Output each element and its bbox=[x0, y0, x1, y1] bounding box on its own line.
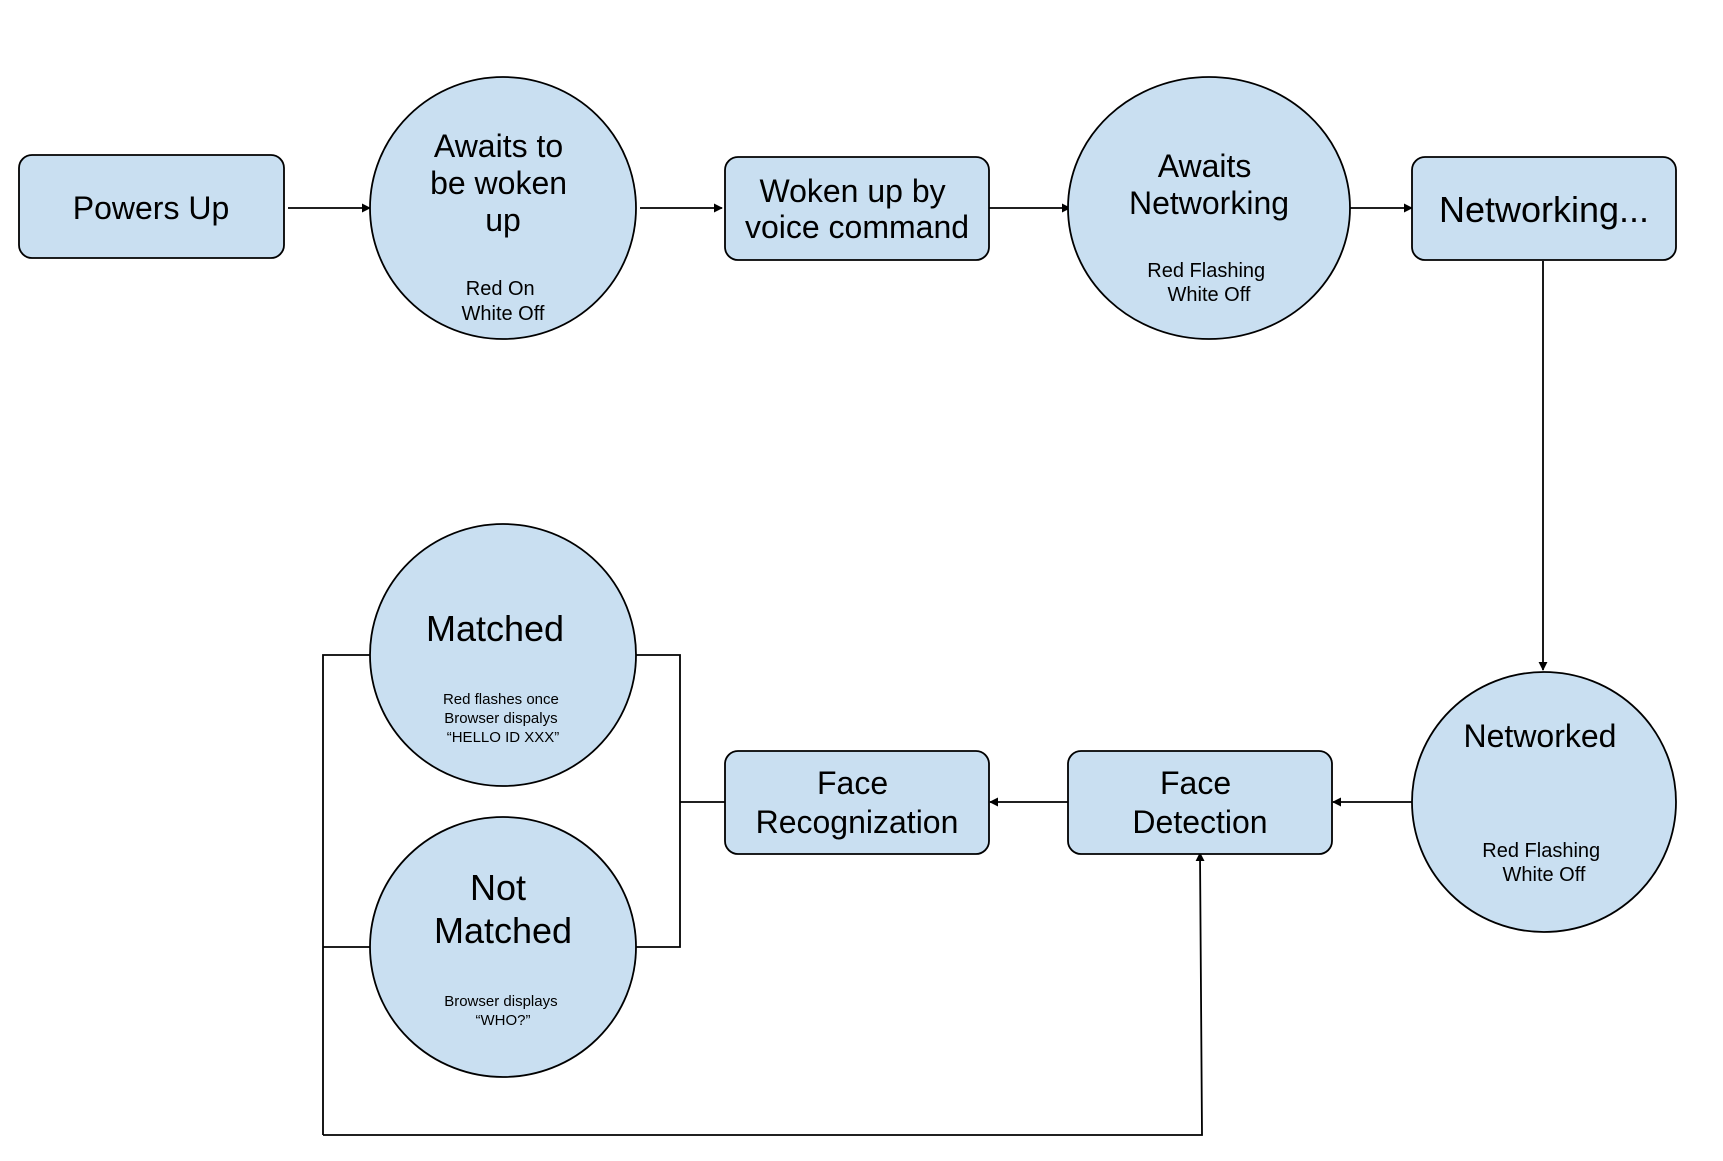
node-shape bbox=[369, 816, 637, 1078]
title-line: be woken bbox=[430, 165, 567, 201]
node-awaits-to-be-woken-up[interactable]: Awaits to be woken up Red On White Off bbox=[369, 76, 637, 340]
connectors bbox=[288, 203, 1548, 1136]
node-shape bbox=[1067, 750, 1333, 855]
node-title: Matched bbox=[426, 608, 564, 649]
title-line: Face bbox=[817, 765, 888, 801]
title-line: voice command bbox=[745, 209, 969, 245]
title-line: Awaits to bbox=[434, 128, 563, 164]
status-line: White Off bbox=[1168, 284, 1251, 306]
bracket-recognization-to-outcomes bbox=[636, 654, 681, 948]
title-line: Matched bbox=[434, 910, 572, 951]
status-line: Red flashes once bbox=[443, 691, 559, 708]
node-shape bbox=[369, 523, 637, 787]
node-status: Red Flashing White Off bbox=[1482, 840, 1605, 886]
node-status: Red Flashing White Off bbox=[1147, 260, 1270, 306]
node-title: Face Detection bbox=[1132, 765, 1267, 840]
node-powers-up[interactable]: Powers Up bbox=[18, 154, 285, 259]
title-line: Face bbox=[1160, 765, 1231, 801]
title-line: Networking bbox=[1129, 185, 1289, 221]
node-shape bbox=[1067, 76, 1351, 340]
node-face-detection[interactable]: Face Detection bbox=[1067, 750, 1333, 855]
node-matched[interactable]: Matched Red flashes once Browser dispaly… bbox=[369, 523, 637, 787]
node-shape bbox=[724, 156, 990, 261]
loop-left-bracket bbox=[322, 654, 370, 1135]
node-shape bbox=[18, 154, 285, 259]
node-woken-up-by-voice-command[interactable]: Woken up by voice command bbox=[724, 156, 990, 261]
status-line: Browser displays bbox=[444, 993, 557, 1010]
node-title: Powers Up bbox=[73, 190, 230, 226]
node-shape bbox=[1411, 156, 1677, 261]
node-status: Browser displays “WHO?” bbox=[444, 993, 562, 1029]
title-line: up bbox=[485, 202, 521, 238]
title-line: Not bbox=[470, 867, 526, 908]
node-networked[interactable]: Networked Red Flashing White Off bbox=[1411, 671, 1677, 933]
status-line: White Off bbox=[1503, 864, 1586, 886]
status-line: White Off bbox=[462, 303, 545, 325]
status-line: Red On bbox=[466, 278, 535, 300]
node-title: Networked bbox=[1464, 718, 1617, 754]
node-shape bbox=[369, 76, 637, 340]
arrow-loop-back-to-face-detection bbox=[323, 852, 1205, 1136]
node-networking[interactable]: Networking... bbox=[1411, 156, 1677, 261]
node-title: Awaits Networking bbox=[1129, 148, 1289, 221]
node-shape bbox=[724, 750, 990, 855]
title-line: Awaits bbox=[1158, 148, 1252, 184]
node-not-matched[interactable]: Not Matched Browser displays “WHO?” bbox=[369, 816, 637, 1078]
node-title: Woken up by voice command bbox=[745, 173, 969, 245]
node-title: Face Recognization bbox=[756, 765, 959, 840]
title-line: Woken up by bbox=[759, 173, 945, 209]
node-awaits-networking[interactable]: Awaits Networking Red Flashing White Off bbox=[1067, 76, 1351, 340]
title-line: Recognization bbox=[756, 804, 959, 840]
status-line: “HELLO ID XXX” bbox=[447, 729, 560, 746]
node-title: Networking... bbox=[1439, 189, 1649, 230]
node-title: Not Matched bbox=[434, 867, 572, 951]
status-line: “WHO?” bbox=[476, 1012, 531, 1029]
status-line: Red Flashing bbox=[1482, 840, 1600, 862]
nodes: Powers Up Awaits to be woken up Red On W… bbox=[18, 76, 1677, 1078]
status-line: Browser dispalys bbox=[444, 710, 557, 727]
status-line: Red Flashing bbox=[1147, 260, 1265, 282]
node-title: Awaits to be woken up bbox=[430, 128, 576, 238]
node-face-recognization[interactable]: Face Recognization bbox=[724, 750, 990, 855]
title-line: Detection bbox=[1132, 804, 1267, 840]
node-shape bbox=[1411, 671, 1677, 933]
node-status: Red On White Off bbox=[462, 278, 545, 325]
node-status: Red flashes once Browser dispalys “HELLO… bbox=[443, 691, 563, 746]
